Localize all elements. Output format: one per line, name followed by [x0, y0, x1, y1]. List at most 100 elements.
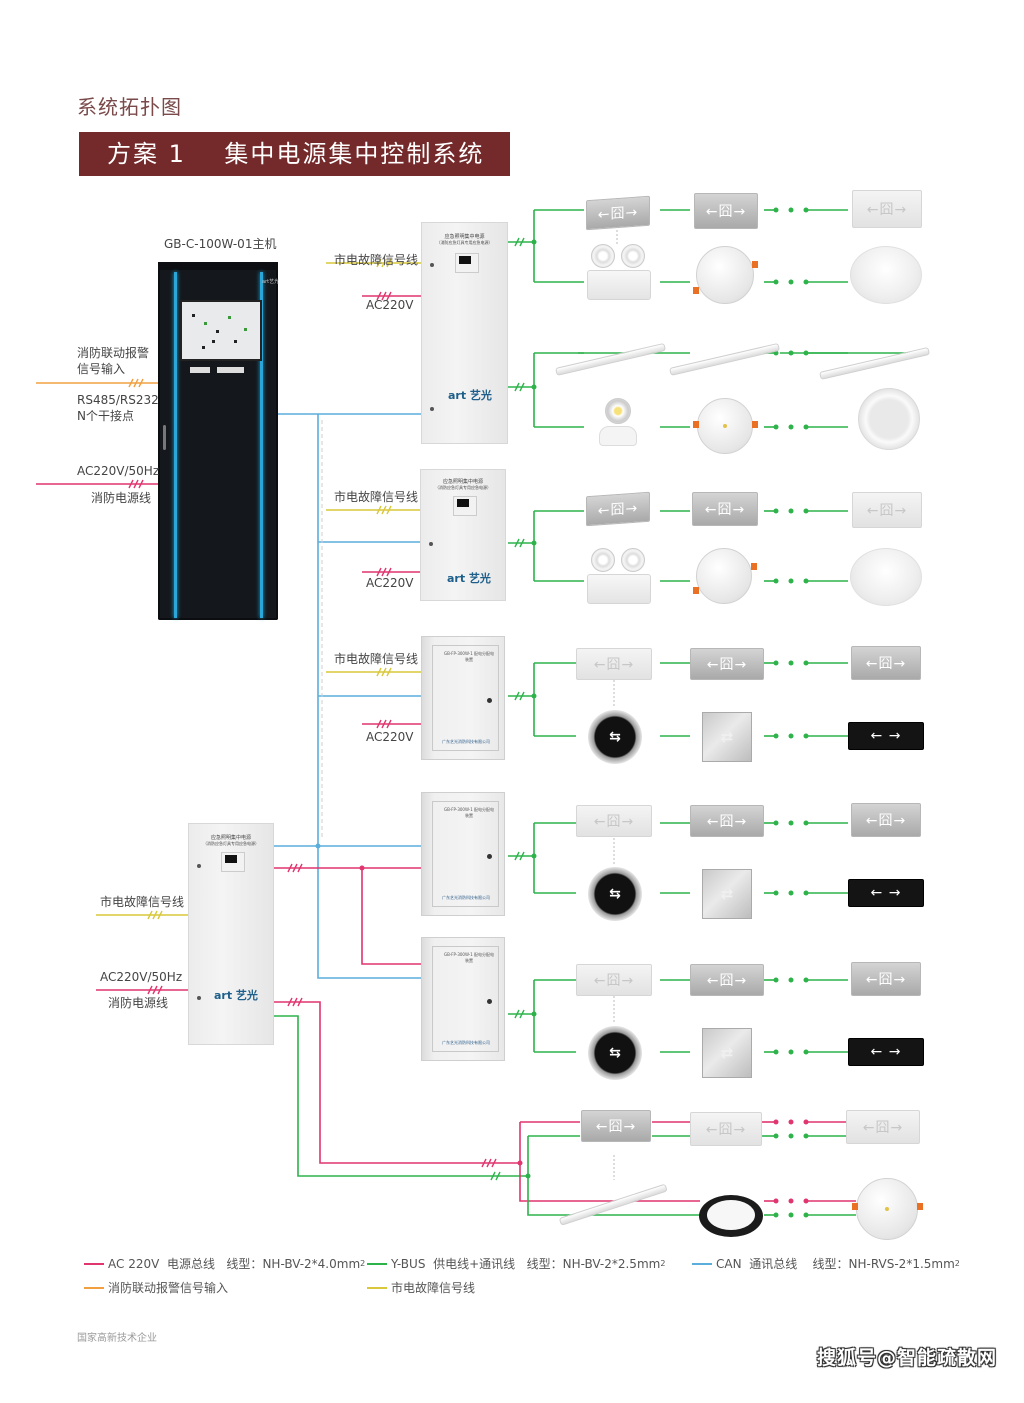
exit-sign-wall: ←囧→: [692, 492, 758, 526]
dist-title: GB-FP-300W-1 配电分配电装置: [443, 952, 495, 963]
junction-dot: [531, 239, 537, 245]
two-core-mark: [490, 1171, 496, 1181]
three-core-mark: [147, 910, 153, 920]
y-bus-line: [527, 1136, 700, 1216]
psu-lock: [429, 542, 433, 546]
three-core-mark: [157, 985, 163, 995]
three-core-mark: [386, 719, 392, 729]
host-door-handle: [163, 425, 166, 450]
host-light-strip-right: [260, 272, 263, 618]
round-ceiling-emergency-light: [693, 548, 757, 604]
host-input-ac-label-bottom: 消防电源线: [91, 491, 152, 505]
three-core-mark: [381, 719, 387, 729]
legend-swatch-ybus: [367, 1262, 387, 1265]
recessed-emergency-light: [693, 398, 758, 454]
exit-sign-silver: ←囧→: [851, 803, 921, 837]
exit-sign-light: ←囧→: [852, 492, 922, 528]
continuation-dot: [773, 1133, 779, 1139]
ac220v-label-1: AC220V: [366, 298, 414, 312]
three-core-mark: [133, 479, 139, 489]
psu-subtitle: （消防应急灯具专用应急电源）: [436, 240, 493, 245]
three-core-mark: [386, 505, 392, 515]
psu-brand-logo: art 艺光: [448, 389, 492, 402]
legend-swatch-ac220v: [84, 1262, 104, 1265]
psu-title: 应急照明集中电源: [442, 479, 483, 485]
junction-dot: [531, 853, 537, 859]
three-core-mark: [376, 258, 382, 268]
legend-mains-fault: 市电故障信号线: [367, 1279, 475, 1296]
continuation-dot: [773, 890, 779, 896]
continuation-dot: [788, 279, 794, 285]
three-core-mark: [381, 505, 387, 515]
psu-title: 应急照明集中电源: [444, 234, 485, 240]
downlight: [858, 388, 920, 450]
three-core-mark: [376, 567, 382, 577]
three-core-mark: [381, 258, 387, 268]
exit-sign-light: ←囧→: [690, 1112, 762, 1146]
continuation-dot: [788, 1133, 794, 1139]
two-core-mark: [514, 691, 520, 701]
three-core-mark: [157, 910, 163, 920]
three-core-mark: [386, 667, 392, 677]
legend-fire-alarm: 消防联动报警信号输入: [84, 1279, 228, 1296]
exit-sign-light: ←囧→: [576, 964, 652, 996]
three-core-mark: [287, 863, 293, 873]
three-core-mark: [381, 291, 387, 301]
central-power-unit-2: 应急照明集中电源 （消防应急灯具专用应急电源） art 艺光: [420, 469, 506, 601]
continuation-dot: [773, 508, 779, 514]
section-title: 系统拓扑图: [77, 95, 182, 119]
round-direction-sign: ⇆: [588, 867, 642, 921]
dist-title: GB-FP-300W-1 配电分配电装置: [443, 651, 495, 662]
black-direction-sign: ← →: [848, 1038, 924, 1066]
continuation-dot: [788, 1198, 794, 1204]
two-core-mark: [514, 851, 520, 861]
continuation-dot: [773, 279, 779, 285]
continuation-dot: [773, 1212, 779, 1218]
round-direction-sign: ⇆: [588, 1026, 642, 1080]
exit-sign-light: ←囧→: [576, 648, 652, 680]
two-core-mark: [519, 382, 525, 392]
three-core-mark: [386, 567, 392, 577]
continuation-dot: [788, 820, 794, 826]
three-core-mark: [381, 667, 387, 677]
steel-floor-direction-sign: ⇄: [702, 712, 752, 762]
dist-lock: [487, 854, 492, 859]
steel-floor-direction-sign: ⇄: [702, 869, 752, 919]
exit-sign-light: ←囧→: [576, 805, 652, 837]
distribution-unit-3: GB-FP-300W-1 配电分配电装置 广东艺光消防科技有限公司: [421, 937, 505, 1061]
exit-sign-silver: ←囧→: [851, 646, 921, 680]
host-indicator-panel: [217, 367, 244, 373]
three-core-mark: [481, 1158, 487, 1168]
psu-display: [455, 253, 479, 273]
psu-brand-logo: art 艺光: [214, 989, 258, 1002]
host-cabinet-top: [158, 262, 278, 270]
round-ceiling-emergency-light: [693, 246, 758, 304]
three-core-mark: [297, 997, 303, 1007]
psu-lock: [430, 407, 434, 411]
black-direction-sign: ← →: [848, 879, 924, 907]
continuation-dot: [788, 508, 794, 514]
three-core-mark: [386, 291, 392, 301]
twin-head-emergency-light: [585, 548, 651, 604]
secondary-ac-label-top: AC220V/50Hz: [100, 970, 183, 984]
ac220v-label-2: AC220V: [366, 576, 414, 590]
junction-dot: [525, 1173, 531, 1179]
central-power-unit-1: 应急照明集中电源 （消防应急灯具专用应急电源） art 艺光: [421, 222, 508, 444]
steel-floor-direction-sign: ⇄: [702, 1028, 752, 1078]
two-core-mark: [519, 538, 525, 548]
three-core-mark: [491, 1158, 497, 1168]
three-core-mark: [133, 378, 139, 388]
two-core-mark: [514, 382, 520, 392]
three-core-mark: [297, 863, 303, 873]
three-core-mark: [386, 258, 392, 268]
exit-sign-silver: ←囧→: [581, 1110, 651, 1142]
ac220v-bus: [519, 1122, 700, 1202]
three-core-mark: [152, 985, 158, 995]
three-core-mark: [138, 378, 144, 388]
exit-sign-hanging: ←囧→: [586, 195, 650, 231]
two-core-mark: [519, 1009, 525, 1019]
host-input-ac-label-top: AC220V/50Hz: [77, 464, 160, 478]
continuation-dot: [788, 1049, 794, 1055]
three-core-mark: [128, 479, 134, 489]
bulkhead-light: [699, 1195, 763, 1237]
